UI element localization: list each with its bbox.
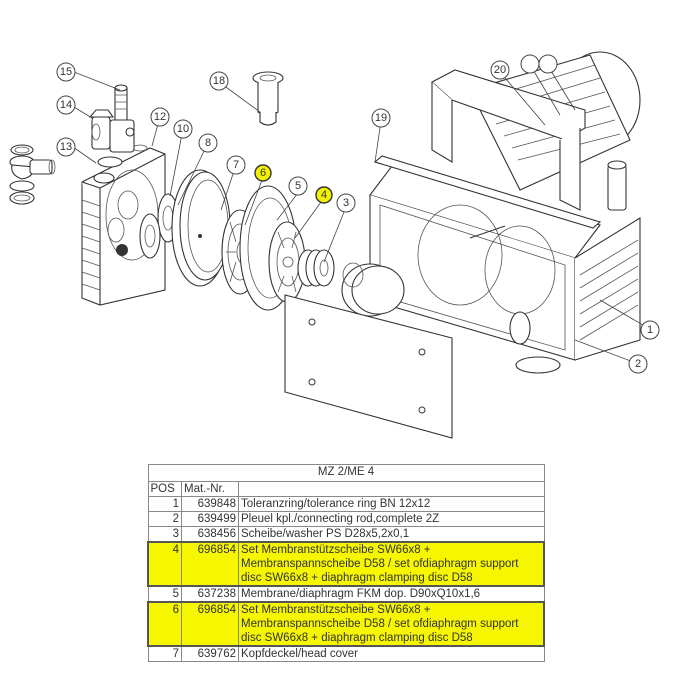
row-description: Set Membranstützscheibe SW66x8 + Membrans… — [238, 541, 545, 587]
callout-15: 15 — [56, 62, 76, 82]
callout-6: 6 — [254, 164, 272, 182]
row-mat-nr: 639762 — [181, 645, 239, 662]
row-description: Membrane/diaphragm FKM dop. D90xQ10x1,6 — [238, 585, 545, 603]
callout-20 — [538, 54, 558, 74]
callout-17: 19 — [371, 108, 391, 128]
svg-text:2: 2 — [635, 358, 641, 370]
clamping-disc-part-4 — [268, 221, 306, 303]
row-pos: 6 — [147, 601, 182, 647]
table-title-row: MZ 2/ME 4 — [147, 464, 545, 482]
svg-text:4: 4 — [321, 189, 327, 201]
cover-plate — [284, 294, 453, 439]
svg-text:3: 3 — [343, 197, 349, 209]
callout-8: 8 — [198, 133, 218, 153]
row-mat-nr: 696854 — [181, 601, 239, 647]
row-pos: 7 — [147, 645, 182, 662]
head-cover-part-12 — [81, 144, 166, 306]
row-description: Scheibe/washer PS D28x5,2x0,1 — [238, 526, 545, 543]
description-line: Kopfdeckel/head cover — [241, 648, 358, 660]
svg-text:7: 7 — [233, 159, 239, 171]
svg-text:13: 13 — [60, 141, 72, 153]
description-line: Set Membranstützscheibe SW66x8 + — [241, 604, 431, 616]
washer-part-3 — [297, 249, 335, 287]
header-pos: POS — [147, 481, 182, 497]
row-pos: 4 — [147, 541, 182, 587]
svg-text:10: 10 — [177, 123, 189, 135]
svg-text:12: 12 — [154, 111, 166, 123]
description-line: disc SW66x8 + diaphragm clamping disc D5… — [241, 632, 473, 644]
callout-1: 1 — [640, 320, 660, 340]
table-title: MZ 2/ME 4 — [147, 464, 545, 482]
row-description: Set Membranstützscheibe SW66x8 + Membrans… — [238, 601, 545, 647]
callout-13: 13 — [56, 137, 76, 157]
row-description: Pleuel kpl./connecting rod,complete 2Z — [238, 511, 545, 527]
row-pos: 1 — [147, 496, 182, 512]
row-mat-nr: 696854 — [181, 541, 239, 587]
callout-14: 14 — [56, 95, 76, 115]
callout-10: 10 — [173, 119, 193, 139]
diaphragm-disc-part-7 — [171, 169, 231, 287]
row-description: Kopfdeckel/head cover — [238, 645, 545, 662]
valve-part-14 — [88, 109, 115, 150]
elbow-fitting-part-13 — [9, 144, 56, 205]
svg-text:15: 15 — [60, 66, 72, 78]
callout-2: 2 — [628, 354, 648, 374]
description-line: Pleuel kpl./connecting rod,complete 2Z — [241, 513, 440, 525]
description-line: Membranspannscheibe D58 / set ofdiaphrag… — [241, 558, 519, 570]
svg-text:5: 5 — [295, 180, 301, 192]
row-pos: 2 — [147, 511, 182, 527]
callout-16: 18 — [209, 71, 229, 91]
row-mat-nr: 639499 — [181, 511, 239, 527]
svg-text:19: 19 — [375, 112, 387, 124]
callout-3: 3 — [336, 193, 356, 213]
insert-part-16 — [252, 71, 284, 126]
svg-text:14: 14 — [60, 99, 72, 111]
svg-text:8: 8 — [205, 137, 211, 149]
svg-text:18: 18 — [213, 75, 225, 87]
description-line: Membrane/diaphragm FKM dop. D90xQ10x1,6 — [241, 588, 481, 600]
callout-19 — [520, 54, 540, 74]
row-pos: 3 — [147, 526, 182, 543]
description-line: Toleranzring/tolerance ring BN 12x12 — [241, 498, 431, 510]
callout-18: 20 — [490, 60, 510, 80]
description-line: Scheibe/washer PS D28x5,2x0,1 — [241, 528, 410, 540]
header-mat-nr: Mat.-Nr. — [181, 481, 239, 497]
table-header-row: POS Mat.-Nr. — [147, 481, 545, 497]
callout-4: 4 — [315, 186, 333, 204]
pump-housing — [341, 51, 641, 374]
callout-7: 7 — [226, 155, 246, 175]
hose-barb-part-15 — [109, 84, 135, 153]
row-mat-nr: 638456 — [181, 526, 239, 543]
row-description: Toleranzring/tolerance ring BN 12x12 — [238, 496, 545, 512]
row-pos: 5 — [147, 585, 182, 603]
svg-text:20: 20 — [494, 64, 506, 76]
description-line: Set Membranstützscheibe SW66x8 + — [241, 544, 431, 556]
row-mat-nr: 639848 — [181, 496, 239, 512]
description-line: disc SW66x8 + diaphragm clamping disc D5… — [241, 572, 473, 584]
svg-text:1: 1 — [647, 324, 653, 336]
header-description — [238, 481, 545, 497]
callout-12: 12 — [150, 107, 170, 127]
exploded-pump-diagram: 15 14 13 12 10 8 7 6 5 4 3 18 19 20 1 2 — [9, 51, 660, 439]
callout-5: 5 — [288, 176, 308, 196]
description-line: Membranspannscheibe D58 / set ofdiaphrag… — [241, 618, 519, 630]
svg-text:6: 6 — [260, 167, 266, 179]
row-mat-nr: 637238 — [181, 585, 239, 603]
